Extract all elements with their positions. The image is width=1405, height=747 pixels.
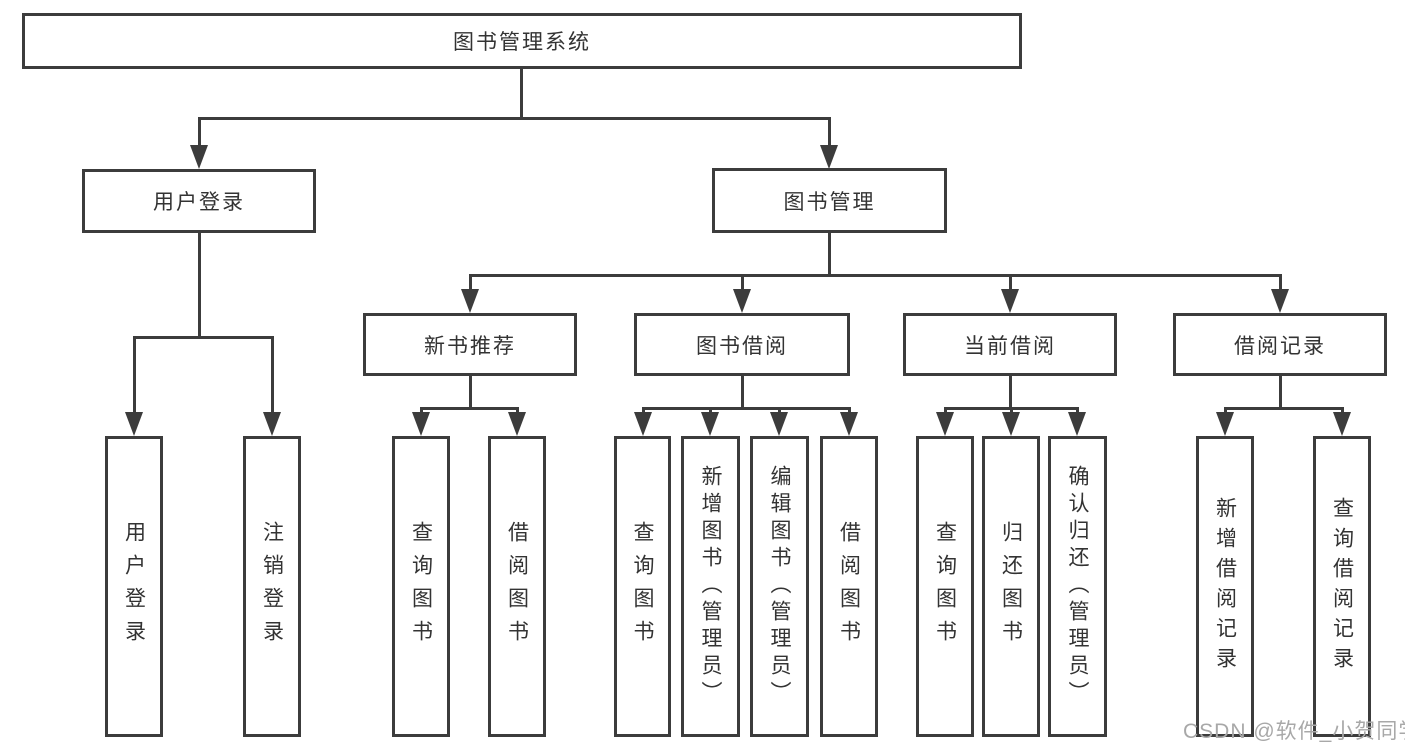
- edge-records-bar: [1224, 407, 1343, 410]
- node-book-management: 图书管理: [712, 168, 947, 233]
- edge-book-mgmt-bar: [469, 274, 1282, 277]
- leaf-add-books-admin-label: 新增图书（管理员）: [699, 465, 722, 708]
- edge-root-bar: [198, 117, 831, 120]
- leaf-logout-login-label: 注销登录: [260, 520, 284, 653]
- leaf-query-books-current: 查询图书: [916, 436, 974, 737]
- edge-root-stem: [520, 69, 523, 119]
- leaf-return-books-label: 归还图书: [999, 520, 1023, 653]
- node-library-system: 图书管理系统: [22, 13, 1022, 69]
- leaf-query-books-current-label: 查询图书: [933, 520, 957, 653]
- arrow-down-icon: [733, 289, 751, 313]
- leaf-logout-login: 注销登录: [243, 436, 301, 737]
- edge-book-mgmt-stem: [828, 233, 831, 277]
- edge-current-drop-3: [1076, 407, 1079, 416]
- leaf-add-books-admin: 新增图书（管理员）: [681, 436, 740, 737]
- leaf-query-borrow-record: 查询借阅记录: [1313, 436, 1371, 737]
- leaf-borrow-books-recommend: 借阅图书: [488, 436, 546, 737]
- edge-book-mgmt-drop-1: [469, 274, 472, 291]
- edge-current-drop-2: [1010, 407, 1013, 416]
- arrow-down-icon: [820, 145, 838, 169]
- edge-borrowing-drop-4: [848, 407, 851, 416]
- leaf-user-login-label: 用户登录: [122, 520, 146, 653]
- leaf-user-login: 用户登录: [105, 436, 163, 737]
- arrow-down-icon: [461, 289, 479, 313]
- arrow-down-icon: [125, 412, 143, 436]
- edge-records-drop-2: [1341, 407, 1344, 416]
- leaf-query-borrow-record-label: 查询借阅记录: [1330, 496, 1354, 677]
- edge-recommend-drop-2: [516, 407, 519, 416]
- edge-root-drop-user-login: [198, 117, 201, 148]
- leaf-edit-books-admin-label: 编辑图书（管理员）: [768, 465, 791, 708]
- leaf-add-borrow-record: 新增借阅记录: [1196, 436, 1254, 737]
- edge-borrowing-bar: [642, 407, 850, 410]
- node-borrow-records: 借阅记录: [1173, 313, 1387, 376]
- edge-book-mgmt-drop-2: [741, 274, 744, 291]
- arrow-down-icon: [1002, 412, 1020, 436]
- leaf-query-books-recommend-label: 查询图书: [409, 520, 433, 653]
- leaf-query-books-recommend: 查询图书: [392, 436, 450, 737]
- edge-user-login-bar: [133, 336, 274, 339]
- edge-recommend-stem: [469, 376, 472, 410]
- edge-borrowing-stem: [741, 376, 744, 410]
- node-borrow-records-label: 借阅记录: [1234, 334, 1326, 358]
- edge-borrowing-drop-1: [642, 407, 645, 416]
- arrow-down-icon: [1333, 412, 1351, 436]
- leaf-confirm-return-admin: 确认归还（管理员）: [1048, 436, 1107, 737]
- edge-borrowing-drop-2: [709, 407, 712, 416]
- leaf-query-books-borrowing-label: 查询图书: [631, 520, 654, 653]
- node-library-system-label: 图书管理系统: [453, 31, 591, 54]
- edge-book-mgmt-drop-3: [1009, 274, 1012, 291]
- leaf-query-books-borrowing: 查询图书: [614, 436, 671, 737]
- node-user-login: 用户登录: [82, 169, 316, 233]
- node-book-management-label: 图书管理: [783, 190, 876, 214]
- arrow-down-icon: [412, 412, 430, 436]
- node-new-book-recommend: 新书推荐: [363, 313, 577, 376]
- edge-user-login-drop-1: [133, 336, 136, 414]
- watermark: CSDN @软件_小贺同学: [1183, 720, 1405, 743]
- node-current-borrowing: 当前借阅: [903, 313, 1117, 376]
- edge-current-stem: [1009, 376, 1012, 410]
- arrow-down-icon: [190, 145, 208, 169]
- edge-borrowing-drop-3: [778, 407, 781, 416]
- node-current-borrowing-label: 当前借阅: [964, 334, 1056, 358]
- leaf-edit-books-admin: 编辑图书（管理员）: [750, 436, 809, 737]
- arrow-down-icon: [936, 412, 954, 436]
- leaf-borrow-books-borrowing: 借阅图书: [820, 436, 878, 737]
- arrow-down-icon: [1271, 289, 1289, 313]
- arrow-down-icon: [1068, 412, 1086, 436]
- leaf-add-borrow-record-label: 新增借阅记录: [1213, 496, 1237, 677]
- arrow-down-icon: [508, 412, 526, 436]
- node-new-book-recommend-label: 新书推荐: [424, 334, 516, 358]
- arrow-down-icon: [1001, 289, 1019, 313]
- edge-recommend-bar: [420, 407, 519, 410]
- leaf-borrow-books-borrowing-label: 借阅图书: [837, 520, 861, 653]
- arrow-down-icon: [634, 412, 652, 436]
- edge-root-drop-book-mgmt: [828, 117, 831, 148]
- leaf-confirm-return-admin-label: 确认归还（管理员）: [1066, 465, 1089, 708]
- edge-current-drop-1: [944, 407, 947, 416]
- node-book-borrowing: 图书借阅: [634, 313, 850, 376]
- leaf-borrow-books-recommend-label: 借阅图书: [505, 520, 529, 653]
- edge-user-login-stem: [198, 233, 201, 339]
- leaf-return-books: 归还图书: [982, 436, 1040, 737]
- arrow-down-icon: [263, 412, 281, 436]
- edge-user-login-drop-2: [271, 336, 274, 414]
- edge-records-stem: [1279, 376, 1282, 410]
- edge-recommend-drop-1: [420, 407, 423, 416]
- arrow-down-icon: [1216, 412, 1234, 436]
- arrow-down-icon: [701, 412, 719, 436]
- edge-book-mgmt-drop-4: [1279, 274, 1282, 291]
- node-book-borrowing-label: 图书借阅: [696, 334, 788, 358]
- node-user-login-label: 用户登录: [153, 191, 245, 214]
- arrow-down-icon: [770, 412, 788, 436]
- arrow-down-icon: [840, 412, 858, 436]
- edge-records-drop-1: [1224, 407, 1227, 416]
